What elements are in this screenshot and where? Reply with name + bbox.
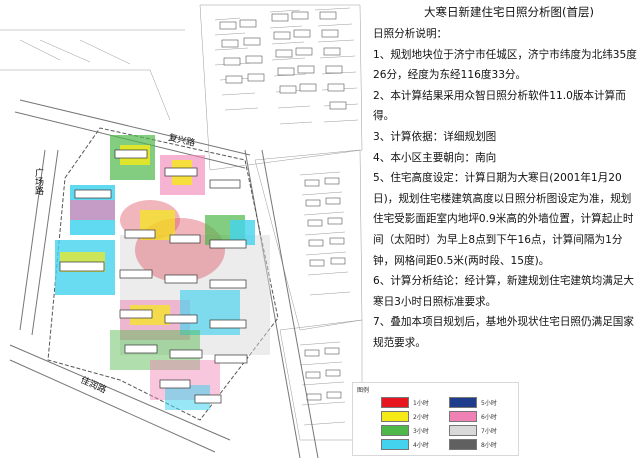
legend-label: 3小时 — [413, 428, 429, 435]
legend-title: 图例 — [357, 387, 370, 394]
page-title: 大寒日新建住宅日照分析图(首层) — [424, 5, 594, 19]
legend-swatch — [381, 425, 409, 436]
site-boundary — [47, 127, 279, 421]
road-label-guangchang: 广场路 — [33, 167, 44, 196]
legend-item: 5小时 — [449, 397, 497, 408]
legend-label: 1小时 — [413, 400, 429, 407]
legend-swatch — [381, 397, 409, 408]
legend: 图例 1小时 2小时 3小时 4小时 5小时 6小时 7小时 8小时 — [352, 382, 519, 456]
legend-label: 5小时 — [481, 400, 497, 407]
legend-label: 7小时 — [481, 428, 497, 435]
legend-swatch — [449, 439, 477, 450]
legend-item: 2小时 — [381, 411, 429, 422]
legend-swatch — [449, 397, 477, 408]
notes-item: 7、叠加本项目规划后，基地外现状住宅日照仍满足国家规范要求。 — [373, 316, 634, 349]
notes-item: 4、本小区主要朝向：南向 — [373, 151, 497, 164]
legend-label: 8小时 — [481, 442, 497, 449]
notes-heading: 日照分析说明： — [373, 28, 448, 40]
notes-item: 2、本计算结果采用众智日照分析软件11.0版本计算而得。 — [373, 89, 626, 123]
legend-label: 2小时 — [413, 414, 429, 421]
legend-swatch — [449, 411, 477, 422]
legend-swatch — [449, 425, 477, 436]
roads — [9, 99, 319, 458]
planned-residential-buildings — [59, 149, 248, 404]
legend-item: 1小时 — [381, 397, 429, 408]
legend-item: 4小时 — [381, 439, 429, 450]
site-plan-map: 复兴路 广场路 佳润路 — [0, 4, 363, 458]
legend-item: 7小时 — [449, 425, 497, 436]
legend-item: 6小时 — [449, 411, 497, 422]
notes-item: 1、规划地块位于济宁市任城区，济宁市纬度为北纬35度26分，经度为东经116度3… — [373, 48, 637, 82]
legend-swatch — [381, 439, 409, 450]
legend-item: 3小时 — [381, 425, 429, 436]
legend-item: 8小时 — [449, 439, 497, 450]
legend-swatch — [381, 411, 409, 422]
notes-item: 6、计算分析结论：经计算，新建规划住宅建筑均满足大寒日3小时日照标准要求。 — [373, 275, 634, 308]
legend-label: 6小时 — [481, 414, 497, 421]
existing-buildings — [219, 11, 347, 401]
analysis-notes: 日照分析说明： 1、规划地块位于济宁市任城区，济宁市纬度为北纬35度26分，经度… — [373, 24, 639, 354]
notes-item: 3、计算依据：详细规划图 — [373, 130, 497, 143]
legend-label: 4小时 — [413, 442, 429, 449]
notes-item: 5、住宅高度设定：计算日期为大寒日(2001年1月20日)，规划住宅楼建筑高度以… — [373, 172, 634, 267]
sunlight-analysis-zones — [55, 135, 270, 410]
